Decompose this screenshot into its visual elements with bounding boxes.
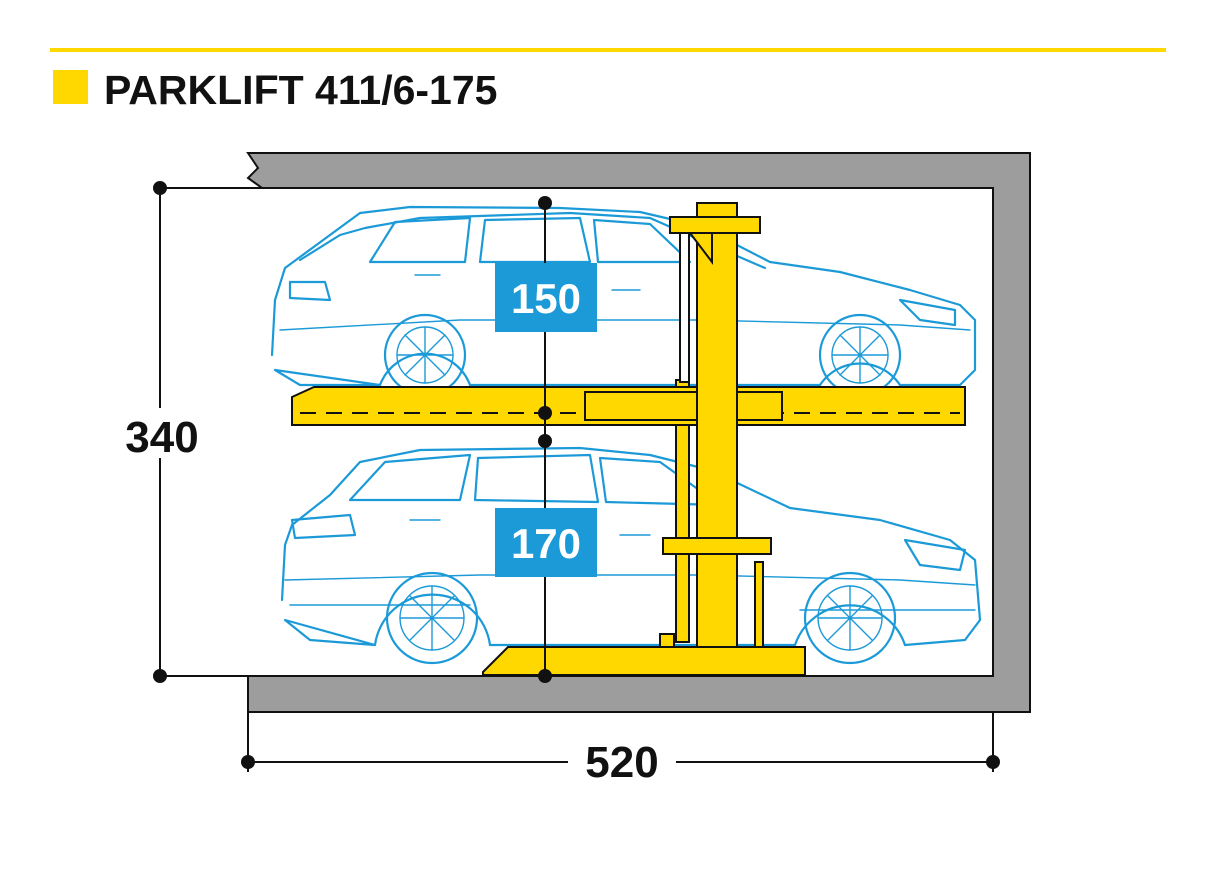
parklift-structure [291, 202, 966, 676]
base-bracket [659, 633, 675, 648]
total-height-label: 340 [125, 413, 198, 462]
page-title: PARKLIFT 411/6-175 [104, 67, 497, 113]
upper-car-height: 150 [511, 275, 581, 322]
garage-wall [246, 152, 1031, 713]
center-dimension: 150 170 [495, 196, 597, 683]
column-cap [669, 216, 761, 234]
title-marker [53, 70, 88, 104]
platform-carriage [584, 391, 783, 421]
cap-bracket [687, 232, 713, 265]
lift-base [482, 646, 806, 676]
support-rod [754, 561, 764, 649]
lower-car-height: 170 [511, 520, 581, 567]
total-width-label: 520 [585, 738, 658, 787]
height-dimension: 340 [115, 181, 210, 683]
guide-rod-upper [679, 231, 690, 383]
upper-car-outline [270, 205, 977, 397]
lower-height-badge [495, 508, 597, 577]
column-crossbar [662, 537, 772, 555]
width-dimension: 520 [241, 712, 1000, 788]
lift-column [696, 202, 738, 649]
upper-height-badge [495, 263, 597, 332]
lower-car-outline [280, 446, 982, 665]
